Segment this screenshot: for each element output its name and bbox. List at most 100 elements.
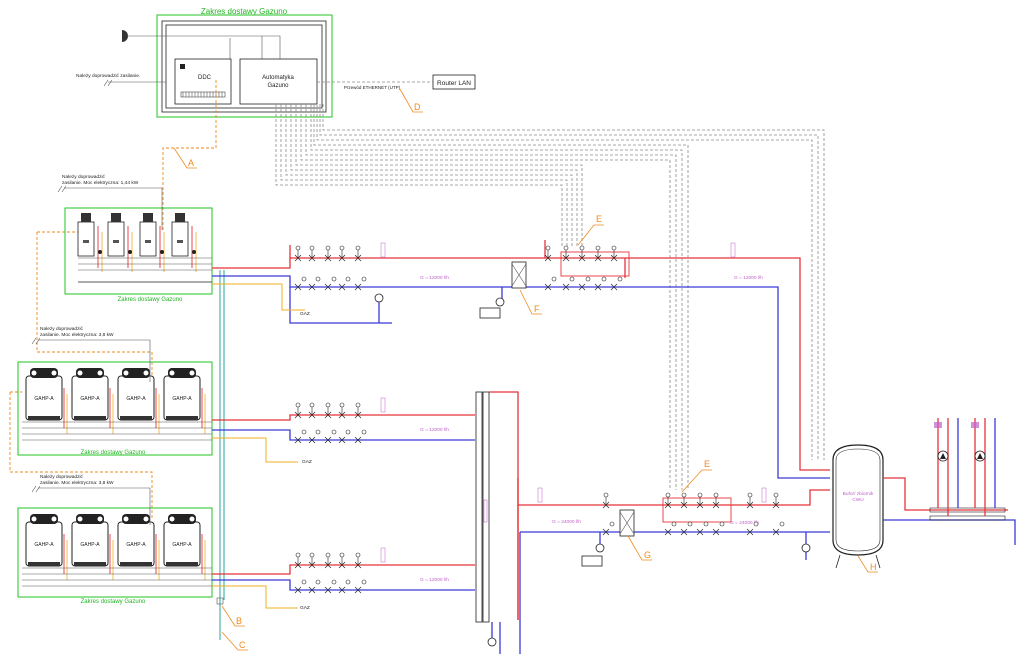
valve-icon: [578, 245, 591, 291]
pipe-size-annotations: [380, 242, 767, 563]
valve-icon: [308, 402, 321, 444]
scope-box-row-3: [17, 507, 213, 598]
valve-icon: [338, 402, 351, 444]
valve-icon: [308, 245, 321, 291]
valve-icon: [338, 245, 351, 291]
outdoor-sensor-icon: [122, 30, 262, 42]
scope-box-row-2: [17, 361, 213, 456]
callout-e-bottom: E: [704, 459, 710, 469]
unit-row-1: Zakres dostawy Gazuno Należy doprowadzić…: [57, 174, 213, 303]
scope-box-top: [156, 14, 333, 118]
expansion-vessel-icon: [479, 307, 501, 319]
gahp-unit: GAHP-A: [25, 514, 68, 580]
valve-icon: [610, 245, 623, 291]
tank-label-1: Bufor/ zbiornik: [843, 491, 874, 497]
tank-label-2: CWU: [852, 497, 864, 503]
valve-icon: [594, 245, 607, 291]
valve-icon: [354, 245, 367, 291]
scope-label-row-3: Zakres dostawy Gazuno: [81, 599, 146, 605]
scope-label-row-2: Zakres dostawy Gazuno: [81, 450, 146, 456]
valve-icon: [696, 492, 709, 536]
signal-cables: [275, 104, 825, 490]
gahp-unit: GAHP-A: [25, 368, 68, 434]
valve-icon: [294, 245, 307, 291]
valve-icon: [294, 402, 307, 444]
valve-icon: [324, 245, 337, 291]
valve-icon: [602, 492, 615, 536]
mixing-valve-group-e1: [560, 251, 630, 277]
valve-icon: [354, 552, 367, 594]
orange-control-lines: [9, 80, 217, 520]
valve-icon: [680, 492, 693, 536]
gas-label-row-3: GAZ: [300, 605, 310, 611]
gahp-unit-label: GAHP-A: [126, 396, 146, 402]
heat-pump-unit-small: [171, 213, 197, 272]
ddc-controller: [174, 58, 232, 105]
piping-row-1: G = 12000 l/h G = 12000 l/h GAZ: [212, 240, 830, 479]
callout-c: C: [239, 640, 246, 650]
automation-module: [239, 58, 318, 105]
callouts: A B C D E E F G H: [173, 88, 878, 651]
gahp-unit-label: GAHP-A: [172, 396, 192, 402]
callout-f: F: [534, 304, 540, 314]
gahp-unit-label: GAHP-A: [126, 542, 146, 548]
distribution-right: [929, 418, 1006, 521]
valve-icon: [712, 492, 725, 536]
gauge-icon: [374, 293, 384, 303]
callout-e-top: E: [596, 214, 602, 224]
callout-a: A: [188, 158, 194, 168]
mixing-valve-group-e2: [662, 497, 732, 523]
ddc-terminals: [180, 91, 226, 98]
automation-label-2: Gazuno: [267, 83, 289, 89]
gahp-unit-label: GAHP-A: [172, 542, 192, 548]
gahp-unit: GAHP-A: [117, 514, 160, 580]
valve-icon: [338, 552, 351, 594]
power-note-row-2-line-1: Należy doprowadzić: [40, 326, 84, 332]
gahp-unit: GAHP-A: [71, 368, 114, 434]
valve-icon: [562, 245, 575, 291]
flow-label-row-1-left: G = 12000 l/h: [420, 275, 449, 281]
heat-pump-unit-small: [77, 213, 103, 272]
router-label: Router LAN: [437, 80, 471, 87]
gas-label-row-2: GAZ: [302, 459, 312, 465]
flow-label-main-right: G = 24000 l/h: [730, 520, 759, 526]
heat-pump-unit-small: [139, 213, 165, 272]
teal-connectors: [216, 270, 225, 640]
flow-label-main-left: G = 24000 l/h: [552, 519, 581, 525]
power-note-row-2-line-2: zasilanie. Moc elektryczna: 3,8 kW: [40, 332, 114, 338]
power-note-row-1-line-1: Należy doprowadzić: [62, 174, 106, 180]
callout-d: D: [414, 102, 421, 112]
router-lan: Router LAN Przewód ETHERNET (UTP): [317, 74, 476, 90]
flow-label-row-1-right: G = 12000 l/h: [734, 275, 763, 281]
valve-icon: [294, 552, 307, 594]
power-note-top: Należy doprowadzić zasilanie.: [76, 73, 166, 87]
valve-icon: [664, 492, 677, 536]
valve-icon: [324, 402, 337, 444]
valve-icon: [324, 552, 337, 594]
automation-label-1: Automatyka: [262, 75, 294, 81]
collector-header: [475, 391, 519, 654]
gahp-unit: GAHP-A: [163, 514, 206, 580]
power-note-row-3-line-1: Należy doprowadzić: [40, 474, 84, 480]
piping-row-3: G = 12000 l/h GAZ: [212, 552, 475, 611]
scope-label-row-1: Zakres dostawy Gazuno: [118, 297, 183, 303]
ddc-label: DDC: [198, 75, 212, 81]
gahp-unit: GAHP-A: [163, 368, 206, 434]
scope-box-row-1: [64, 207, 213, 295]
control-cabinet: Zakres dostawy Gazuno DDC Automatyka Gaz…: [156, 7, 333, 118]
gahp-unit: GAHP-A: [117, 368, 160, 434]
buffer-tank: Bufor/ zbiornik CWU: [832, 444, 1016, 569]
flow-label-row-2: G = 12000 l/h: [420, 427, 449, 433]
power-note-top-text: Należy doprowadzić zasilanie.: [76, 73, 140, 79]
valve-icon: [354, 402, 367, 444]
valve-icon: [746, 492, 759, 536]
gas-label-row-1: GAZ: [300, 311, 310, 317]
heat-pump-unit-small: [107, 213, 133, 272]
pump-icon: [495, 297, 505, 307]
gahp-unit: GAHP-A: [71, 514, 114, 580]
gahp-unit-label: GAHP-A: [80, 542, 100, 548]
ethernet-label: Przewód ETHERNET (UTP): [344, 85, 401, 90]
